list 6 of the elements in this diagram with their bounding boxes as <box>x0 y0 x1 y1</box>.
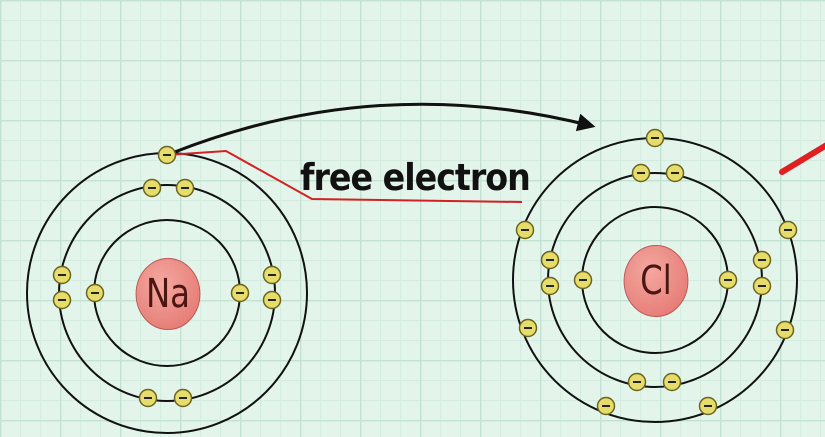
nucleus: Na <box>136 258 200 330</box>
electron-icon <box>158 146 176 164</box>
arrow <box>174 102 596 154</box>
leader-line <box>176 150 522 203</box>
callout-text: free electron <box>300 158 530 198</box>
nucleus: Cl <box>624 245 688 317</box>
